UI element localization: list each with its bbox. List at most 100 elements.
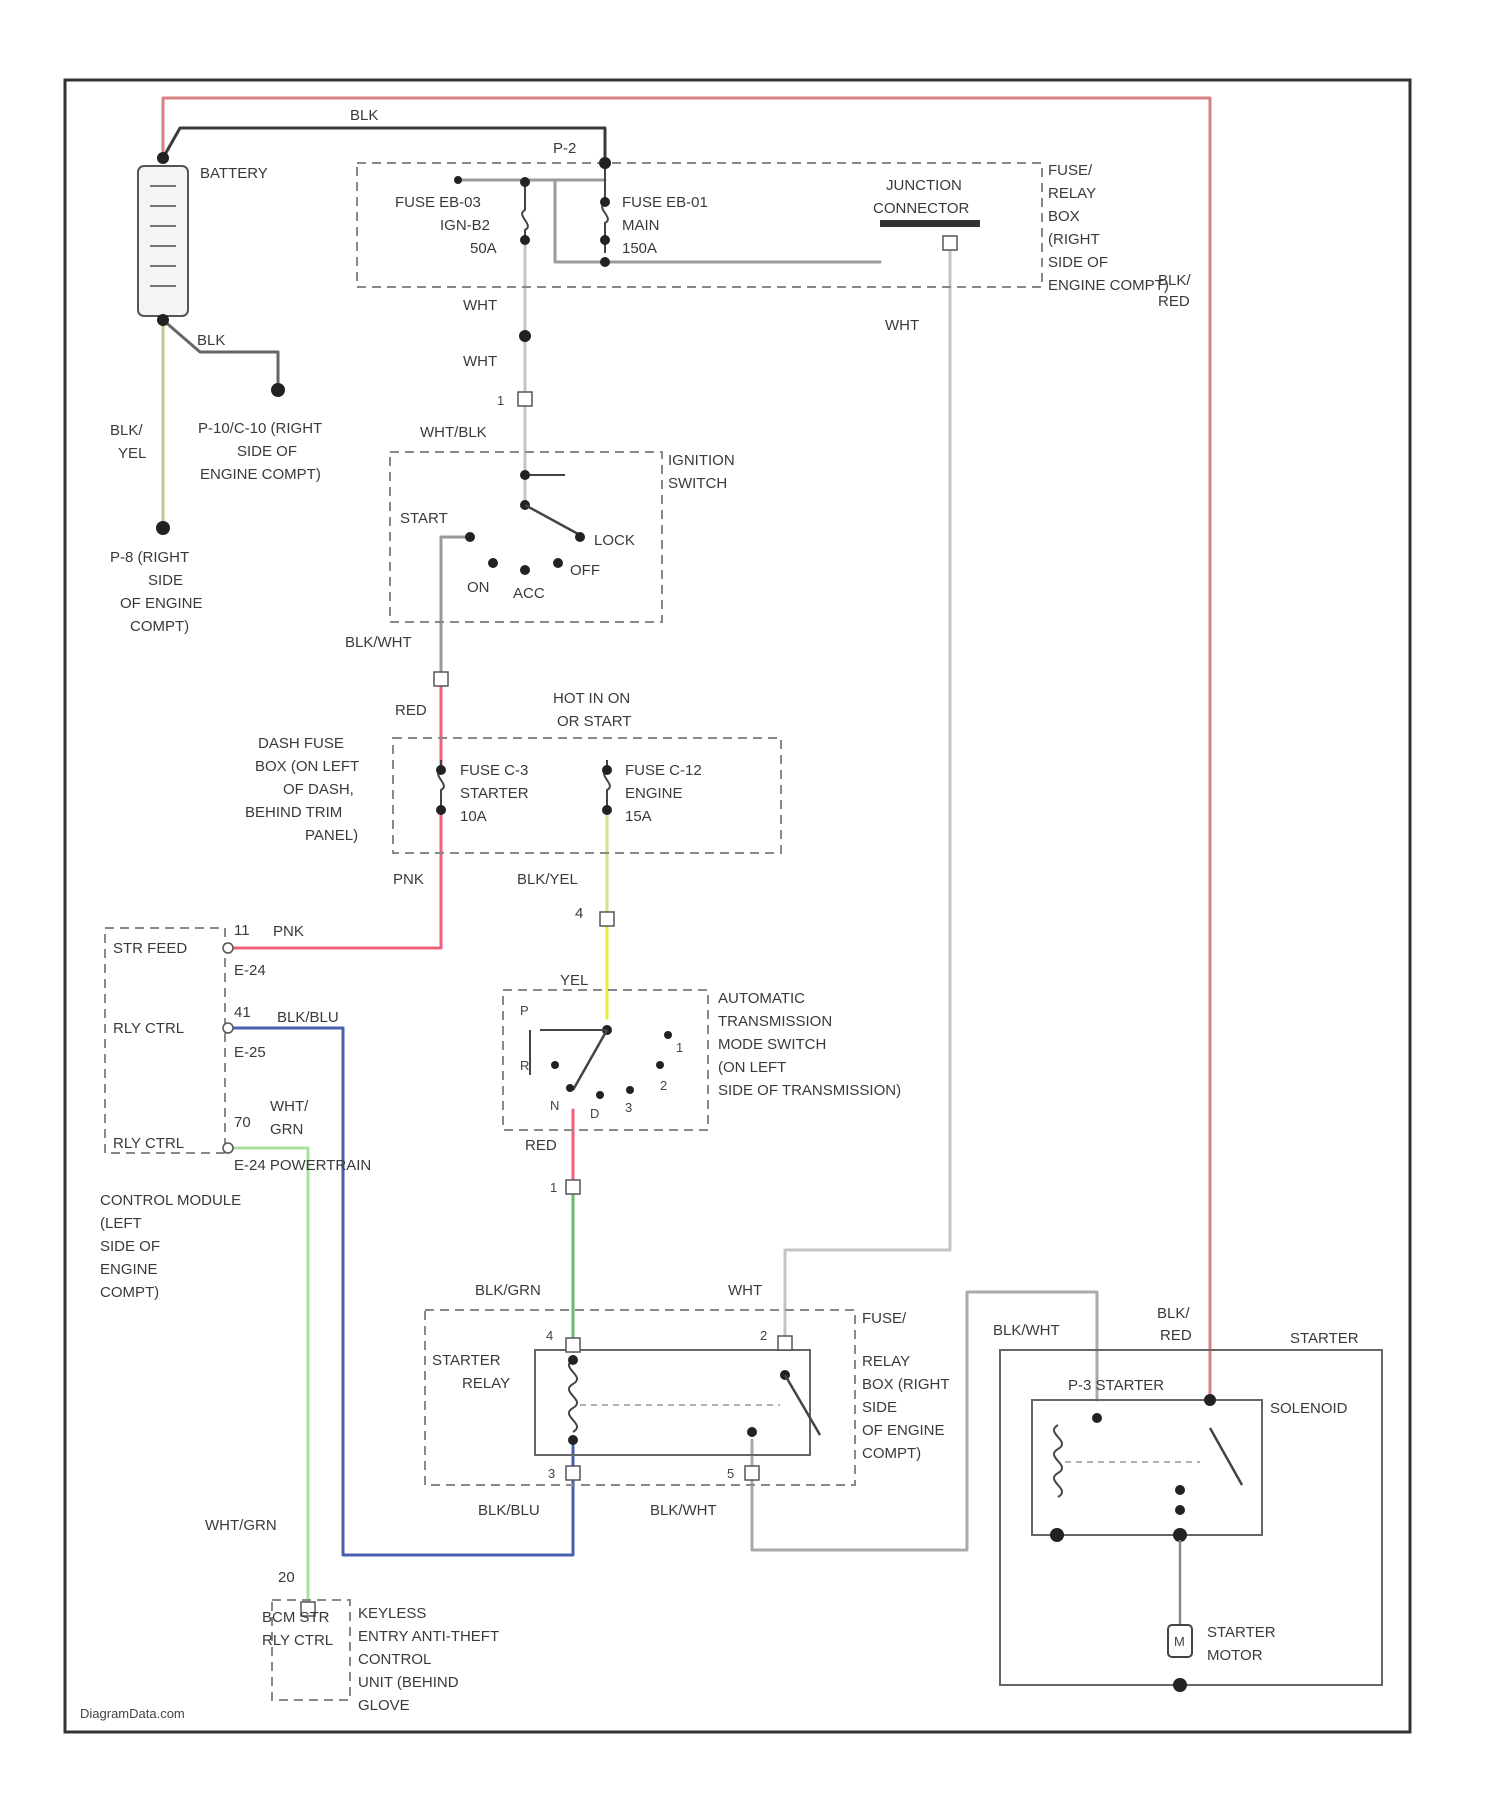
starter-solenoid-coil — [1054, 1425, 1062, 1497]
label-gear-n: N — [550, 1098, 559, 1113]
wire-wht-junction-relay — [785, 240, 950, 1335]
label-starter-motor-m: M — [1174, 1634, 1185, 1649]
label-p10-1: SIDE OF — [237, 443, 297, 460]
starter-solenoid-contact — [1210, 1428, 1242, 1485]
label-p8-0: P-8 (RIGHT — [110, 549, 189, 566]
label-pin-41: 41 — [234, 1004, 251, 1021]
label-blk-blu: BLK/BLU — [277, 1009, 339, 1026]
label-frb-bottom-2: BOX (RIGHT — [862, 1376, 950, 1393]
label-blk-yel-1: YEL — [118, 445, 146, 462]
label-wht3: WHT — [885, 317, 919, 334]
label-e25: E-25 — [234, 1044, 266, 1061]
wire-blkwht-start — [441, 537, 470, 675]
label-yel: YEL — [560, 972, 588, 989]
label-auto-trans-1: TRANSMISSION — [718, 1013, 832, 1030]
label-rly-ctrl2: RLY CTRL — [113, 1135, 184, 1152]
fuse-eb03-symbol — [522, 180, 528, 240]
label-bcm-1: RLY CTRL — [262, 1632, 333, 1649]
label-hot-in-0: HOT IN ON — [553, 690, 630, 707]
junction-connector-bar — [880, 220, 980, 227]
label-off: OFF — [570, 562, 600, 579]
label-junction-0: JUNCTION — [886, 177, 962, 194]
label-auto-trans-4: SIDE OF TRANSMISSION) — [718, 1082, 901, 1099]
label-blk-wht3: BLK/WHT — [993, 1322, 1060, 1339]
label-wht-blk: WHT/BLK — [420, 424, 487, 441]
battery-symbol — [138, 166, 188, 316]
label-p10-0: P-10/C-10 (RIGHT — [198, 420, 322, 437]
label-pin-1: 1 — [497, 393, 504, 408]
label-e24-pt: E-24 POWERTRAIN — [234, 1157, 371, 1174]
label-pcm-2: SIDE OF — [100, 1238, 160, 1255]
label-fuse-c3-2: 10A — [460, 808, 487, 825]
label-keyless-4: GLOVE — [358, 1697, 410, 1714]
label-fuse-relay-top-3: (RIGHT — [1048, 231, 1100, 248]
label-fuse-c12-0: FUSE C-12 — [625, 762, 702, 779]
label-wht-grn-a-1: GRN — [270, 1121, 303, 1138]
transmission-switch-wiper — [573, 1030, 607, 1090]
label-pin-2: 2 — [760, 1328, 767, 1343]
starter-relay-coil — [569, 1360, 577, 1432]
label-red1: RED — [395, 702, 427, 719]
label-blk-top: BLK — [350, 107, 378, 124]
label-hot-in-1: OR START — [557, 713, 631, 730]
label-fuse-eb03-0: FUSE EB-03 — [395, 194, 481, 211]
label-ign-switch-1: SWITCH — [668, 475, 727, 492]
label-blk-red-top-0: BLK/ — [1158, 272, 1191, 289]
label-frb-bottom-1: RELAY — [862, 1353, 910, 1370]
label-starter-motor-0: STARTER — [1207, 1624, 1276, 1641]
label-gear-2: 2 — [660, 1078, 667, 1093]
label-red2: RED — [525, 1137, 557, 1154]
label-pin-3: 3 — [548, 1466, 555, 1481]
label-dash-fuse-2: OF DASH, — [283, 781, 354, 798]
label-fuse-eb03-1: IGN-B2 — [440, 217, 490, 234]
label-blk-red-top-1: RED — [1158, 293, 1190, 310]
label-fuse-relay-top-4: SIDE OF — [1048, 254, 1108, 271]
label-start: START — [400, 510, 448, 527]
label-gear-p: P — [520, 1003, 529, 1018]
label-p3-starter: P-3 STARTER — [1068, 1377, 1164, 1394]
label-pcm-3: ENGINE — [100, 1261, 158, 1278]
label-pnk1: PNK — [393, 871, 424, 888]
label-gear-r: R — [520, 1058, 529, 1073]
label-blk-blu2: BLK/BLU — [478, 1502, 540, 1519]
label-blk-bat: BLK — [197, 332, 225, 349]
label-pin-70: 70 — [234, 1114, 251, 1131]
label-frb-bottom-0: FUSE/ — [862, 1310, 907, 1327]
label-rly-ctrl1: RLY CTRL — [113, 1020, 184, 1037]
label-starter-motor-1: MOTOR — [1207, 1647, 1263, 1664]
label-fuse-c3-1: STARTER — [460, 785, 529, 802]
label-blk-red2-0: BLK/ — [1157, 1305, 1190, 1322]
label-pcm-4: COMPT) — [100, 1284, 159, 1301]
label-fuse-c12-1: ENGINE — [625, 785, 683, 802]
label-fuse-eb01-0: FUSE EB-01 — [622, 194, 708, 211]
label-starter-relay-0: STARTER — [432, 1352, 501, 1369]
label-pcm-0: CONTROL MODULE — [100, 1192, 241, 1209]
label-gear-1: 1 — [676, 1040, 683, 1055]
label-frb-bottom-5: COMPT) — [862, 1445, 921, 1462]
label-dash-fuse-4: PANEL) — [305, 827, 358, 844]
label-fuse-relay-top-1: RELAY — [1048, 185, 1096, 202]
label-gear-3: 3 — [625, 1100, 632, 1115]
label-battery: BATTERY — [200, 165, 268, 182]
watermark: DiagramData.com — [80, 1706, 185, 1721]
label-bcm-0: BCM STR — [262, 1609, 330, 1626]
ignition-switch-wiper — [525, 505, 580, 535]
label-blk-wht2: BLK/WHT — [650, 1502, 717, 1519]
label-auto-trans-3: (ON LEFT — [718, 1059, 786, 1076]
label-fuse-c3-0: FUSE C-3 — [460, 762, 528, 779]
label-solenoid: SOLENOID — [1270, 1400, 1348, 1417]
label-blk-red2-1: RED — [1160, 1327, 1192, 1344]
label-pcm-1: (LEFT — [100, 1215, 142, 1232]
label-frb-bottom-3: SIDE — [862, 1399, 897, 1416]
label-wht-grn-a-0: WHT/ — [270, 1098, 309, 1115]
label-ign-switch-0: IGNITION — [668, 452, 735, 469]
label-auto-trans-2: MODE SWITCH — [718, 1036, 826, 1053]
label-wht1: WHT — [463, 297, 497, 314]
label-pin-11: 11 — [234, 922, 250, 939]
label-starter-title: STARTER — [1290, 1330, 1359, 1347]
label-keyless-2: CONTROL — [358, 1651, 431, 1668]
powertrain-control-module-box — [105, 928, 225, 1153]
label-fuse-relay-top-2: BOX — [1048, 208, 1080, 225]
label-fuse-relay-top-5: ENGINE COMPT) — [1048, 277, 1169, 294]
label-on: ON — [467, 579, 490, 596]
